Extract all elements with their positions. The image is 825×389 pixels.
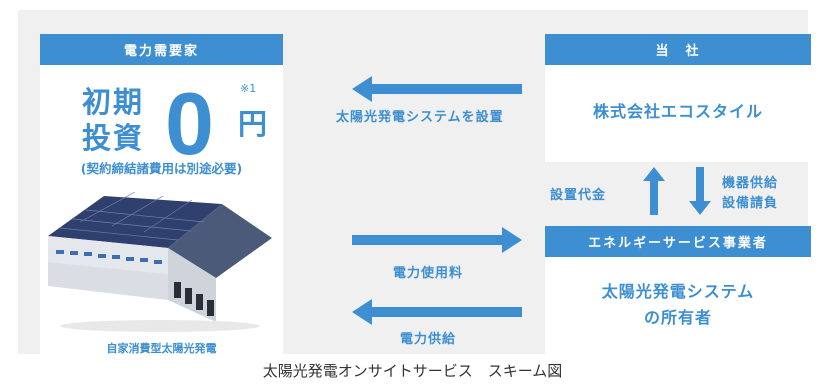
construction-contract-label: 設備請負 (722, 196, 779, 211)
company-name: 株式会社エコスタイル (592, 102, 763, 121)
operator-name-line1: 太陽光発電システム (601, 282, 755, 301)
footnote-mark: ※1 (240, 82, 257, 95)
customer-box: 電力需要家 初期 投資 0 ※1 円 (契約締結諸費用は別途必要) (40, 34, 283, 356)
contract-fee-note: (契約締結諸費用は別途必要) (80, 161, 243, 176)
diagram-panel: 電力需要家 初期 投資 0 ※1 円 (契約締結諸費用は別途必要) (18, 10, 811, 356)
install-label: 太陽光発電システムを設置 (336, 110, 504, 125)
operator-name-line2: の所有者 (643, 308, 712, 327)
yen-unit: 円 (238, 107, 268, 141)
install-fee-arrow (643, 167, 665, 215)
operator-box: エネルギーサービス事業者 太陽光発電システム の所有者 (545, 226, 811, 356)
power-supply-label: 電力供給 (400, 332, 457, 347)
solar-building-illustration (48, 191, 272, 332)
building-caption: 自家消費型太陽光発電 (106, 342, 217, 355)
company-box: 当 社 株式会社エコスタイル (545, 34, 811, 162)
usage-fee-arrow (352, 227, 522, 253)
install-arrow (352, 76, 522, 102)
equipment-supply-label: 機器供給 (722, 176, 779, 191)
customer-header: 電力需要家 (40, 34, 283, 65)
equipment-supply-arrow (689, 167, 711, 215)
usage-fee-label: 電力使用料 (393, 266, 464, 281)
power-supply-arrow (352, 299, 522, 325)
figure-caption: 太陽光発電オンサイトサービス スキーム図 (262, 362, 563, 380)
initial-label-line1: 初期 (82, 85, 145, 119)
company-header: 当 社 (545, 34, 811, 65)
investment-label-line2: 投資 (82, 121, 145, 155)
operator-header: エネルギーサービス事業者 (545, 226, 811, 257)
zero-amount: 0 (165, 74, 214, 173)
install-fee-label: 設置代金 (550, 188, 607, 203)
